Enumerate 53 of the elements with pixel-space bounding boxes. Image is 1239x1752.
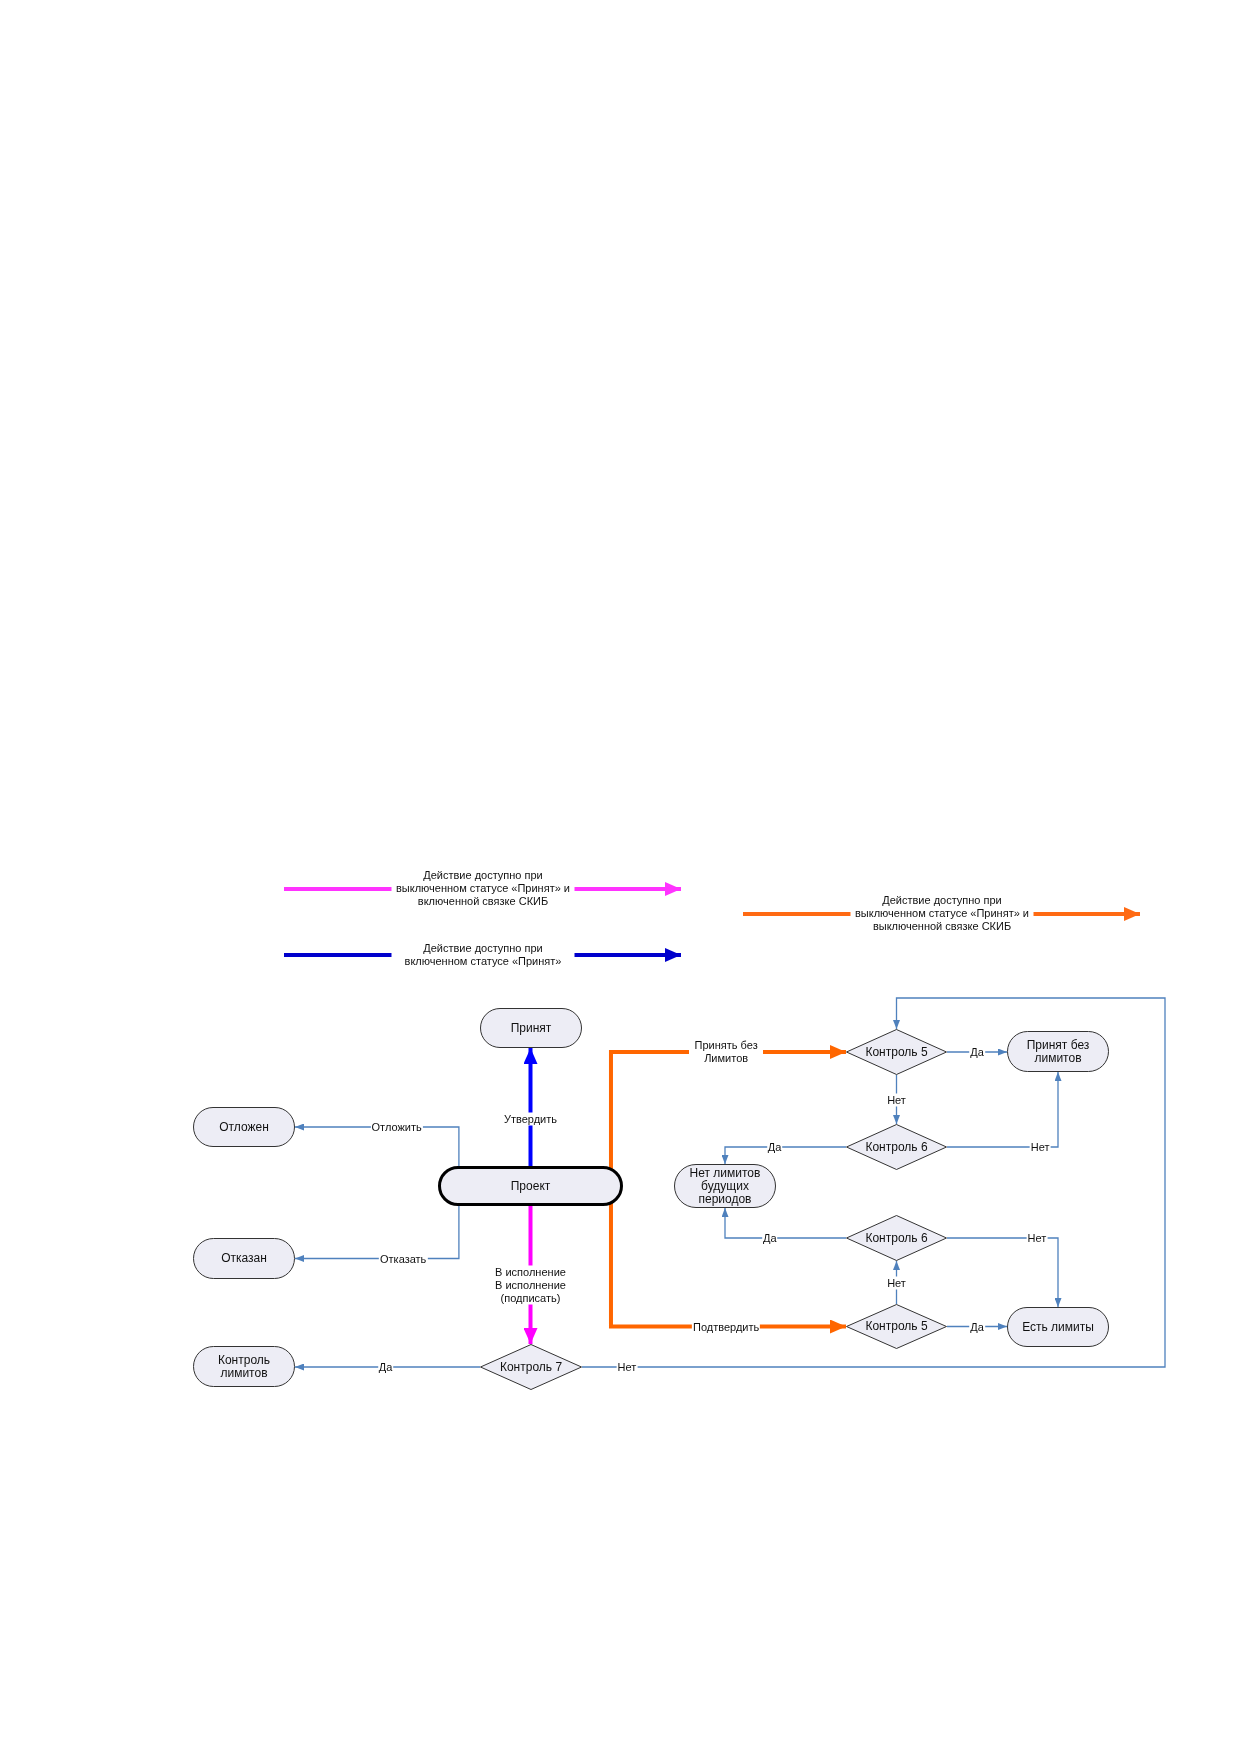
status-box: [480, 1008, 582, 1048]
edge-label: Нет: [616, 1360, 638, 1374]
node-label: Есть лимиты: [1022, 1320, 1094, 1334]
edge-label: Да: [969, 1320, 985, 1333]
edge-label: Отложить: [370, 1120, 423, 1134]
state-box: [438, 1166, 623, 1206]
node-label: Контроль 5: [865, 1320, 928, 1333]
edge-label: Подтвердить: [692, 1320, 761, 1333]
status-box: [193, 1238, 295, 1279]
legend-text: Действие доступно при выключенном статусе «Принят» и выключенной связке СКИБ: [850, 893, 1034, 933]
edge-label: Да: [762, 1231, 778, 1245]
edge-label: Утвердить: [502, 1112, 559, 1126]
edge-label: Нет: [886, 1093, 907, 1106]
connector-arrow: [946, 1071, 1062, 1148]
legend-text: Действие доступно при выключенном статусе «Принят» и включенной связке СКИБ: [391, 868, 575, 908]
node-label: Контроль 7: [499, 1360, 563, 1374]
decision-diamond: [846, 1124, 947, 1170]
status-box: [193, 1346, 295, 1387]
edge-label: Да: [969, 1045, 985, 1059]
node-label: Принят без лимитов: [1025, 1038, 1091, 1065]
decision-diamond: [846, 1215, 947, 1261]
connector-arrow: [946, 1048, 1008, 1056]
status-box: [193, 1107, 295, 1147]
connector-arrow: [523, 1048, 538, 1166]
node-label: Контроль 6: [865, 1140, 928, 1154]
connector-arrow: [294, 1363, 481, 1371]
decision-diamond: [480, 1344, 582, 1390]
node-label: Принят: [510, 1021, 552, 1035]
decision-diamond: [846, 1029, 947, 1075]
edge-label: Да: [377, 1360, 394, 1374]
edge-label: Нет: [1029, 1140, 1051, 1154]
legend-text: Действие доступно при включенном статусе «Принят»: [391, 942, 575, 968]
connector-arrow: [946, 1323, 1008, 1330]
status-box: [1007, 1307, 1109, 1347]
edge-label: Нет: [886, 1276, 907, 1289]
node-label: Контроль 5: [865, 1045, 928, 1059]
node-label: Контроль лимитов: [216, 1353, 272, 1380]
status-box: [1007, 1031, 1109, 1072]
decision-diamond: [846, 1304, 947, 1349]
node-label: Отказан: [221, 1252, 267, 1265]
node-label: Нет лимитов будущих периодов: [688, 1166, 762, 1206]
node-label: Проект: [510, 1179, 551, 1193]
edge-label: Нет: [1026, 1231, 1048, 1245]
edge-label: Да: [766, 1140, 783, 1154]
node-label: Отложен: [219, 1120, 269, 1134]
connector-arrow: [946, 1237, 1062, 1308]
edge-label: Отказать: [379, 1252, 428, 1265]
edge-label: Принять без Лимитов: [689, 1039, 764, 1065]
connector-arrow: [721, 1207, 847, 1239]
status-box: [674, 1164, 776, 1208]
connector-arrow: [581, 997, 1166, 1368]
node-label: Контроль 6: [865, 1231, 928, 1245]
connector-arrow: [721, 1146, 847, 1165]
